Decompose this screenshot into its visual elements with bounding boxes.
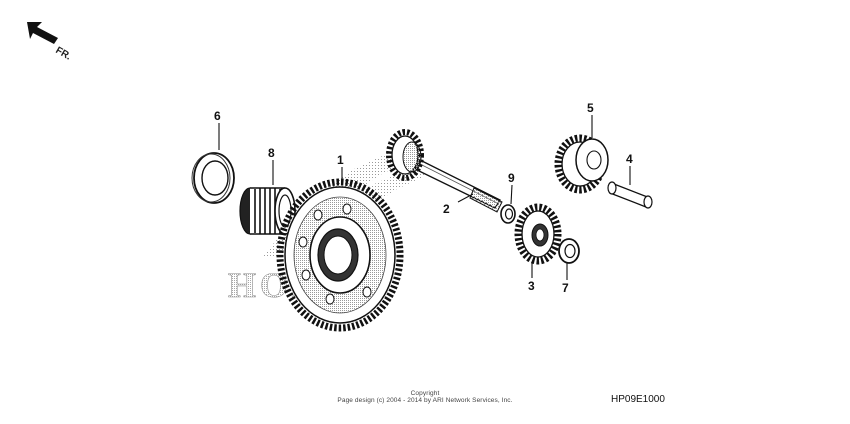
callout-7[interactable]: 7 <box>562 281 569 295</box>
copyright-title: Copyright <box>410 390 440 397</box>
callout-3[interactable]: 3 <box>528 279 535 293</box>
part-1-driven-gear[interactable] <box>276 178 404 332</box>
callout-9[interactable]: 9 <box>508 171 515 185</box>
callout-2[interactable]: 2 <box>443 202 450 216</box>
callout-6[interactable]: 6 <box>214 109 221 123</box>
part-4-dowel-pin[interactable] <box>607 181 653 209</box>
part-5-gear[interactable] <box>554 134 609 194</box>
copyright-line: Page design (c) 2004 - 2014 by ARI Netwo… <box>337 397 513 404</box>
part-6-thrust-washer[interactable] <box>191 152 235 204</box>
part-3-gear[interactable] <box>514 203 562 265</box>
callout-1[interactable]: 1 <box>337 153 344 167</box>
leader-9 <box>510 184 513 205</box>
part-7-washer[interactable] <box>558 238 580 264</box>
callout-leader-lines <box>218 115 631 280</box>
callout-8[interactable]: 8 <box>268 146 275 160</box>
callout-numbers: 6 8 1 2 9 5 4 3 7 <box>214 101 633 295</box>
diagram-code: HP09E1000 <box>611 394 665 405</box>
leader-2 <box>457 193 474 203</box>
front-direction-arrow-icon: FR. <box>27 22 73 63</box>
part-9-washer[interactable] <box>500 204 516 224</box>
callout-4[interactable]: 4 <box>626 152 633 166</box>
part-8-needle-bearing[interactable] <box>239 187 296 235</box>
callout-5[interactable]: 5 <box>587 101 594 115</box>
front-direction-label: FR. <box>54 45 74 63</box>
part-2-gear-shaft[interactable] <box>386 129 503 213</box>
